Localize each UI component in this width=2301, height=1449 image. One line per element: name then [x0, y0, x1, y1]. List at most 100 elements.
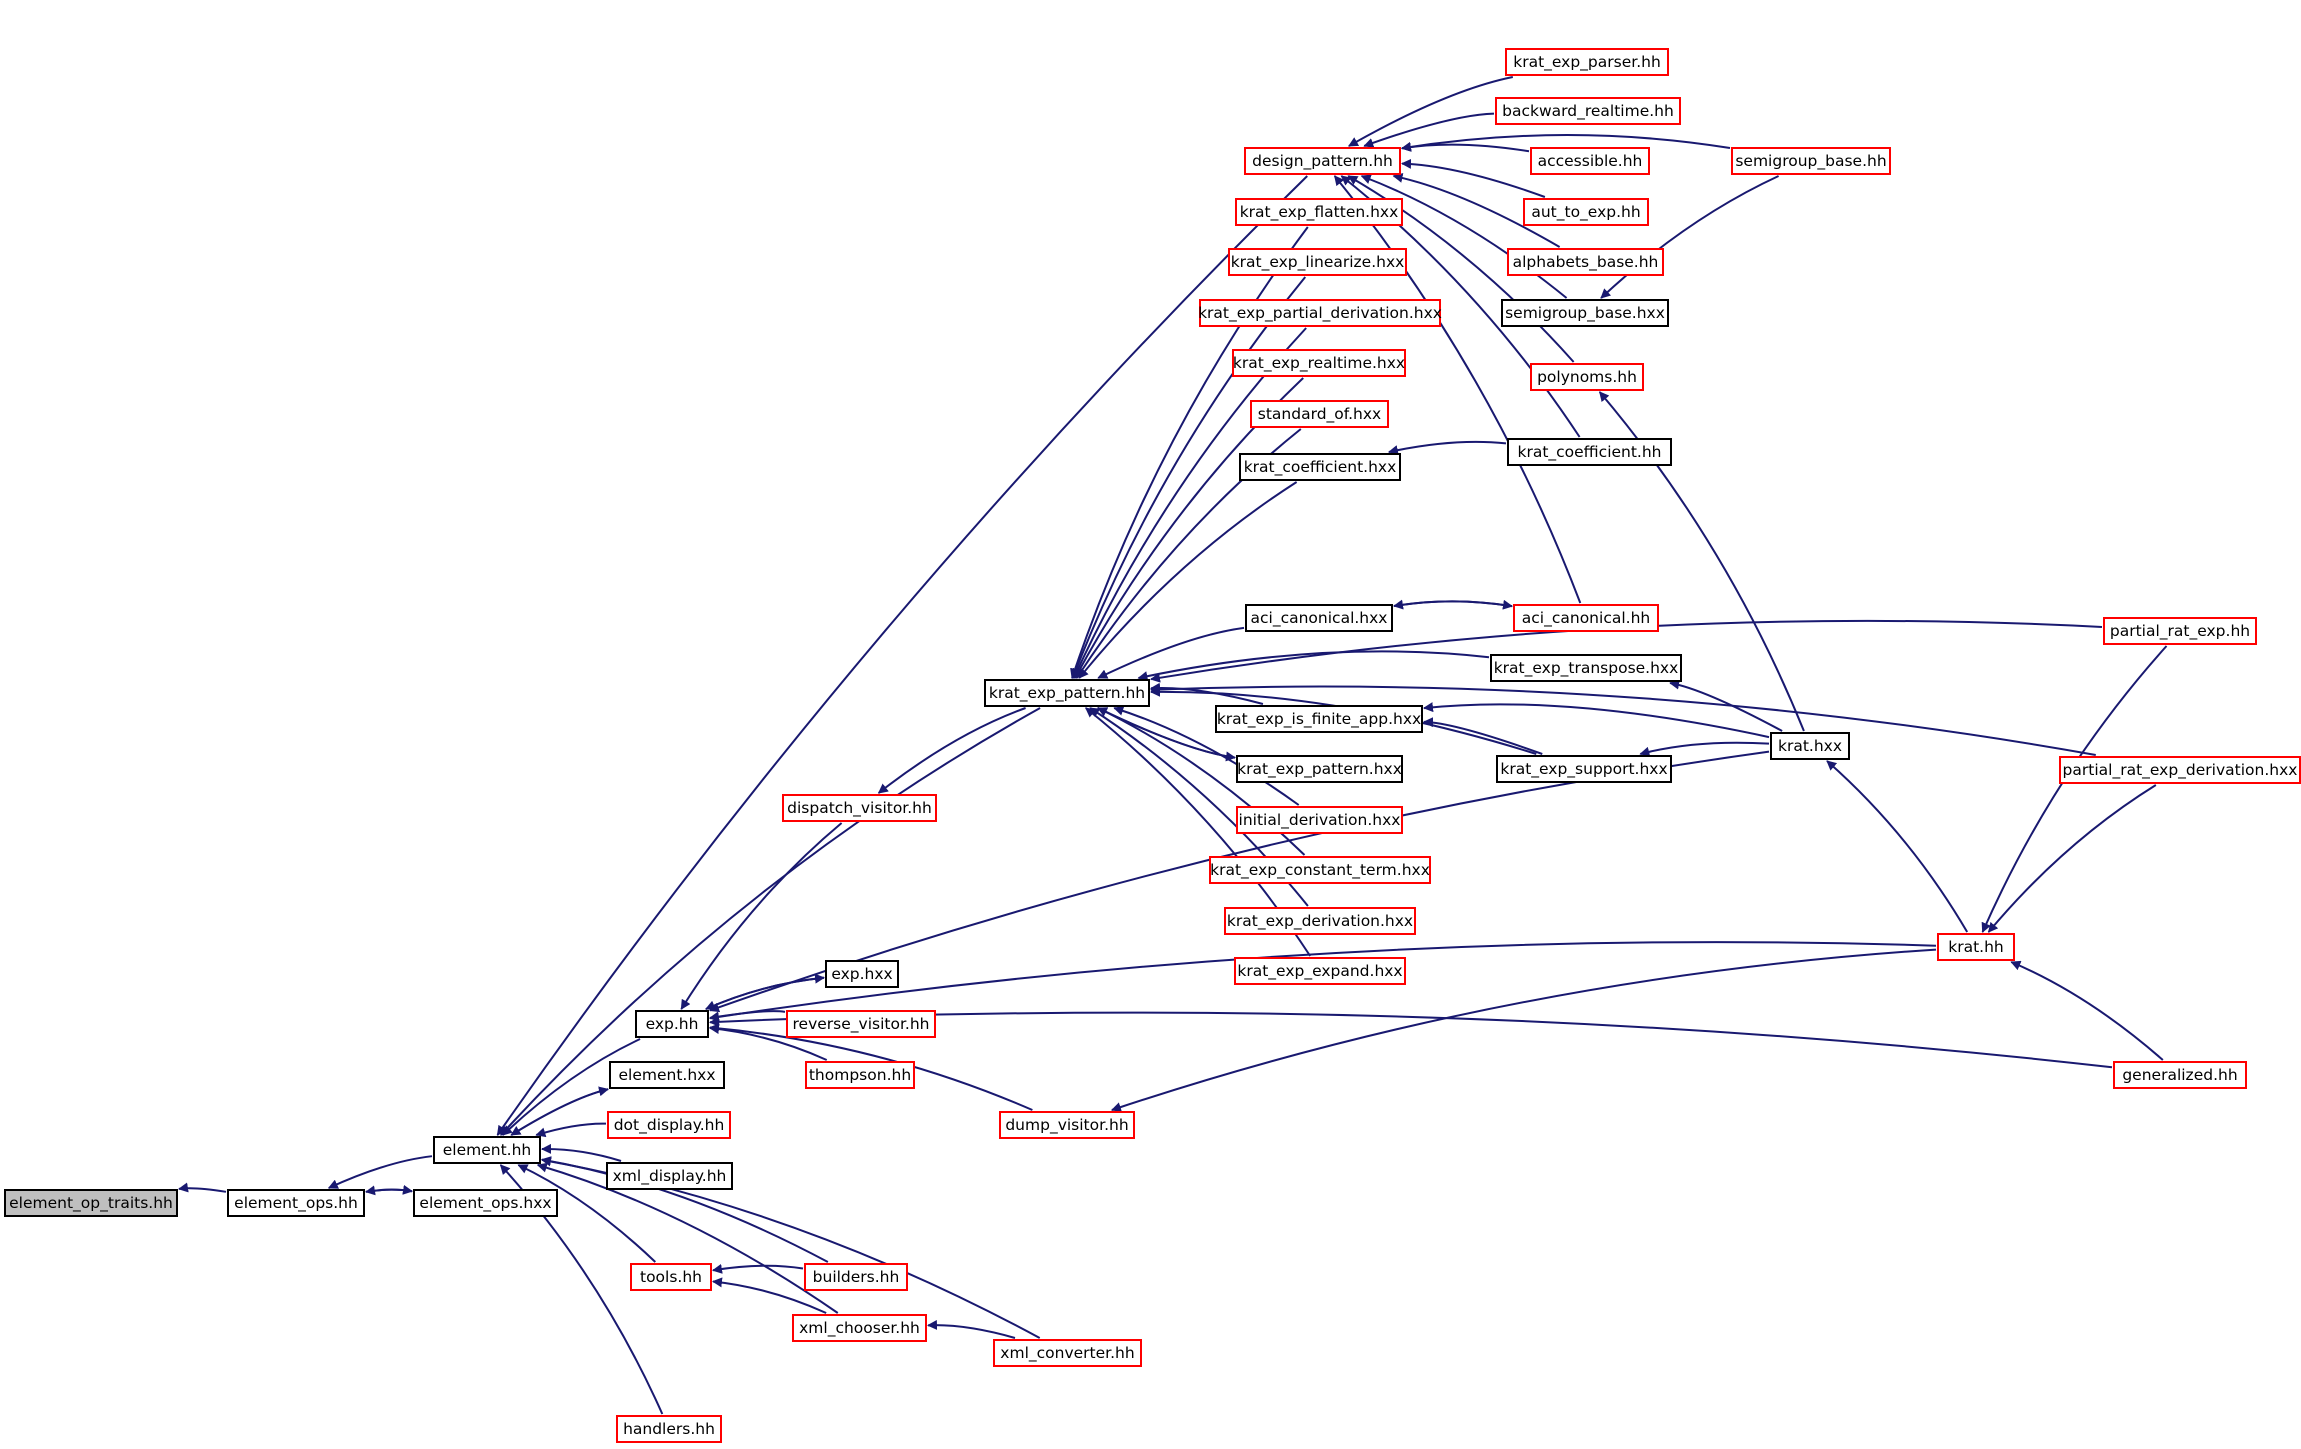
node-accessible[interactable]: accessible.hh: [1530, 147, 1650, 175]
edge-partial_rat_exp-to-krat_hh: [1981, 645, 2168, 933]
node-label: semigroup_base.hh: [1735, 152, 1886, 171]
node-krat-coefficient-hh[interactable]: krat_coefficient.hh: [1507, 438, 1672, 466]
node-semigroup-base-hxx[interactable]: semigroup_base.hxx: [1501, 299, 1669, 327]
node-box: [1937, 933, 2015, 961]
node-krat-exp-flatten[interactable]: krat_exp_flatten.hxx: [1235, 198, 1403, 226]
node-label: krat_exp_parser.hh: [1513, 53, 1661, 72]
node-label: aut_to_exp.hh: [1531, 203, 1640, 222]
node-exp-hxx[interactable]: exp.hxx: [825, 960, 899, 988]
node-box: [1505, 48, 1669, 76]
node-box: [825, 960, 899, 988]
node-xml-display[interactable]: xml_display.hh: [606, 1162, 733, 1190]
node-box: [984, 679, 1150, 707]
node-krat-exp-support[interactable]: krat_exp_support.hxx: [1496, 755, 1672, 783]
node-label: partial_rat_exp_derivation.hxx: [2063, 761, 2298, 780]
edge-semigroup_base_hxx-to-design_pattern: [1360, 174, 1568, 299]
node-krat-exp-partial-derivation[interactable]: krat_exp_partial_derivation.hxx: [1198, 299, 1442, 327]
node-exp-hh[interactable]: exp.hh: [635, 1010, 709, 1038]
node-design-pattern[interactable]: design_pattern.hh: [1244, 147, 1401, 175]
node-element-hxx[interactable]: element.hxx: [609, 1061, 725, 1089]
edge-partial_rat_exp_derivation-to-krat_hh: [1987, 784, 2157, 933]
node-label: krat_exp_pattern.hxx: [1237, 760, 1402, 779]
node-krat-exp-pattern-hh[interactable]: krat_exp_pattern.hh: [984, 679, 1150, 707]
node-tools[interactable]: tools.hh: [630, 1263, 712, 1291]
node-partial-rat-exp[interactable]: partial_rat_exp.hh: [2103, 617, 2257, 645]
node-krat-exp-linearize[interactable]: krat_exp_linearize.hxx: [1228, 248, 1407, 276]
edge-element_hh-to-element_hxx: [510, 1086, 609, 1136]
node-label: alphabets_base.hh: [1513, 253, 1659, 272]
node-reverse-visitor[interactable]: reverse_visitor.hh: [786, 1010, 936, 1038]
node-box: [609, 1061, 725, 1089]
node-aut-to-exp[interactable]: aut_to_exp.hh: [1523, 198, 1649, 226]
node-krat-hxx[interactable]: krat.hxx: [1770, 732, 1850, 760]
node-box: [1228, 248, 1407, 276]
node-xml-converter[interactable]: xml_converter.hh: [993, 1339, 1142, 1367]
node-label: initial_derivation.hxx: [1239, 811, 1401, 830]
edge-polynoms-to-design_pattern: [1347, 175, 1575, 363]
node-krat-exp-constant-term[interactable]: krat_exp_constant_term.hxx: [1209, 856, 1431, 884]
node-label: krat_exp_linearize.hxx: [1231, 253, 1405, 272]
node-semigroup-base-hh[interactable]: semigroup_base.hh: [1731, 147, 1891, 175]
edge-exp_hh-to-element_hh: [502, 1038, 641, 1136]
node-label: element_ops.hxx: [419, 1194, 551, 1213]
node-box: [786, 1010, 936, 1038]
node-backward-realtime[interactable]: backward_realtime.hh: [1495, 97, 1681, 125]
node-box: [413, 1189, 558, 1217]
edge-krat_exp_pattern_hxx-to-krat_exp_pattern_hh: [1097, 707, 1236, 759]
node-polynoms[interactable]: polynoms.hh: [1530, 363, 1644, 391]
edge-krat_exp_transpose-to-krat_exp_pattern_hh: [1137, 650, 1490, 682]
node-builders[interactable]: builders.hh: [804, 1263, 908, 1291]
node-initial-derivation[interactable]: initial_derivation.hxx: [1236, 806, 1403, 834]
node-label: handlers.hh: [623, 1420, 715, 1438]
node-label: element_op_traits.hh: [9, 1194, 173, 1213]
node-thompson[interactable]: thompson.hh: [805, 1061, 915, 1089]
node-alphabets-base[interactable]: alphabets_base.hh: [1507, 248, 1664, 276]
node-krat-exp-derivation[interactable]: krat_exp_derivation.hxx: [1224, 907, 1416, 935]
node-dot-display[interactable]: dot_display.hh: [607, 1111, 731, 1139]
node-handlers[interactable]: handlers.hh: [616, 1415, 722, 1443]
node-krat-exp-expand[interactable]: krat_exp_expand.hxx: [1234, 957, 1406, 985]
node-label: generalized.hh: [2122, 1066, 2237, 1084]
edge-aci_canonical_hh-to-design_pattern: [1333, 175, 1582, 604]
edge-element_ops_hh-to-element_ops_hxx: [365, 1184, 413, 1195]
node-generalized[interactable]: generalized.hh: [2113, 1061, 2247, 1089]
node-krat-exp-realtime[interactable]: krat_exp_realtime.hxx: [1232, 349, 1406, 377]
node-krat-hh[interactable]: krat.hh: [1937, 933, 2015, 961]
node-dispatch-visitor[interactable]: dispatch_visitor.hh: [782, 794, 937, 822]
node-krat-coefficient-hxx[interactable]: krat_coefficient.hxx: [1239, 453, 1401, 481]
node-dump-visitor[interactable]: dump_visitor.hh: [999, 1111, 1135, 1139]
edge-krat_exp_flatten-to-krat_exp_pattern_hh: [1070, 226, 1309, 679]
edge-krat_hxx-to-krat_exp_support: [1639, 741, 1770, 757]
node-standard-of[interactable]: standard_of.hxx: [1250, 400, 1389, 428]
node-box: [1209, 856, 1431, 884]
node-krat-exp-is-finite-app[interactable]: krat_exp_is_finite_app.hxx: [1215, 705, 1423, 733]
edge-semigroup_base_hh-to-semigroup_base_hxx: [1600, 175, 1780, 299]
node-box: [1490, 654, 1682, 682]
node-krat-exp-pattern-hxx[interactable]: krat_exp_pattern.hxx: [1236, 755, 1403, 783]
edge-element_ops_hh-to-element_op_traits: [178, 1182, 227, 1193]
node-element-hh[interactable]: element.hh: [433, 1136, 541, 1164]
node-krat-exp-parser[interactable]: krat_exp_parser.hh: [1505, 48, 1669, 76]
node-xml-chooser[interactable]: xml_chooser.hh: [792, 1314, 927, 1342]
node-label: krat_exp_support.hxx: [1500, 760, 1667, 779]
node-aci-canonical-hxx[interactable]: aci_canonical.hxx: [1245, 604, 1393, 632]
node-box: [1236, 755, 1403, 783]
node-label: tools.hh: [640, 1268, 702, 1286]
node-aci-canonical-hh[interactable]: aci_canonical.hh: [1513, 604, 1659, 632]
node-box: [1244, 147, 1401, 175]
node-label: krat.hh: [1948, 938, 2004, 956]
edge-partial_rat_exp_derivation-to-krat_exp_pattern_hh: [1150, 684, 2096, 756]
node-box: [2113, 1061, 2247, 1089]
edge-krat_hxx-to-krat_exp_transpose: [1669, 679, 1783, 732]
node-partial-rat-exp-derivation[interactable]: partial_rat_exp_derivation.hxx: [2059, 756, 2301, 784]
node-box: [804, 1263, 908, 1291]
node-krat-exp-transpose[interactable]: krat_exp_transpose.hxx: [1490, 654, 1682, 682]
node-element-ops-hh[interactable]: element_ops.hh: [227, 1189, 365, 1217]
node-box: [1530, 363, 1644, 391]
edge-krat_exp_parser-to-design_pattern: [1348, 76, 1514, 147]
node-label: standard_of.hxx: [1258, 405, 1381, 424]
node-element-ops-hxx[interactable]: element_ops.hxx: [413, 1189, 558, 1217]
node-label: krat_exp_expand.hxx: [1237, 962, 1402, 981]
edge-initial_derivation-to-krat_exp_pattern_hh: [1113, 705, 1300, 806]
